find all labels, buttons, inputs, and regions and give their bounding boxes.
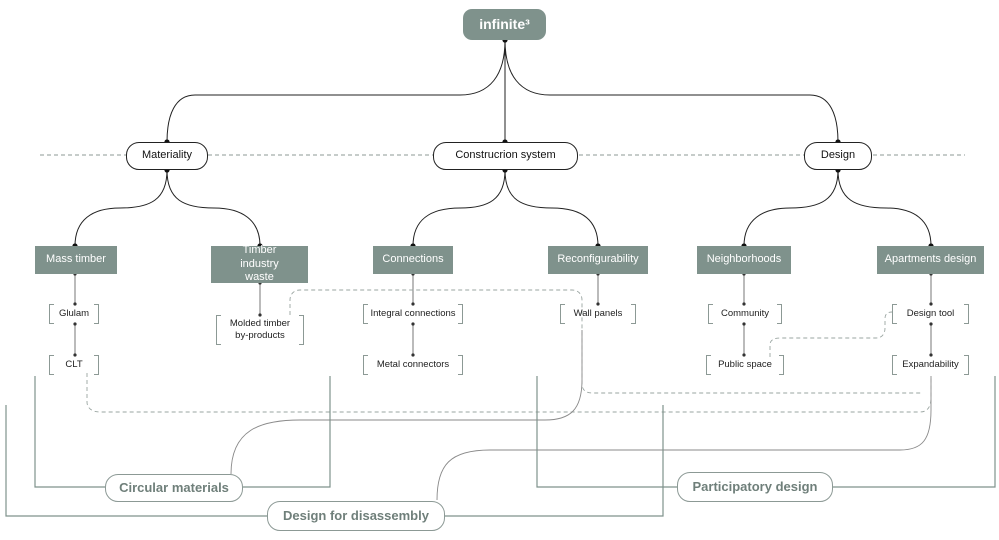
timber-waste-node: Timber industry waste [211, 244, 308, 283]
metal-connectors-leaf: Metal connectors [363, 355, 463, 375]
design-node: Design [804, 142, 872, 170]
branch-links [74, 169, 932, 247]
connections-node: Connections [373, 246, 453, 274]
mass-timber-node: Mass timber [35, 246, 117, 274]
leaf-links [74, 274, 932, 355]
materiality-node: Materiality [126, 142, 208, 170]
dashed-cross-links [86, 289, 932, 413]
reconfigurability-node: Reconfigurability [548, 246, 648, 274]
design-tool-leaf: Design tool [892, 304, 969, 324]
design-for-disassembly-label: Design for disassembly [267, 501, 445, 531]
expandability-leaf: Expandability [892, 355, 969, 375]
apartments-design-node: Apartments design [877, 246, 984, 274]
neighborhoods-node: Neighborhoods [697, 246, 791, 274]
molded-timber-leaf: Molded timber by-products [216, 315, 304, 345]
participatory-design-label: Participatory design [677, 472, 833, 502]
construction-system-node: Construcrion system [433, 142, 578, 170]
circular-materials-label: Circular materials [105, 474, 243, 502]
clt-leaf: CLT [49, 355, 99, 375]
category-brackets [5, 376, 996, 517]
root-links [166, 39, 839, 143]
public-space-leaf: Public space [706, 355, 784, 375]
integral-connections-leaf: Integral connections [363, 304, 463, 324]
root-node: infinite³ [463, 9, 546, 40]
wall-panels-leaf: Wall panels [560, 304, 636, 324]
glulam-leaf: Glulam [49, 304, 99, 324]
gray-curves [230, 330, 932, 501]
community-leaf: Community [708, 304, 782, 324]
small-dots [73, 272, 933, 357]
